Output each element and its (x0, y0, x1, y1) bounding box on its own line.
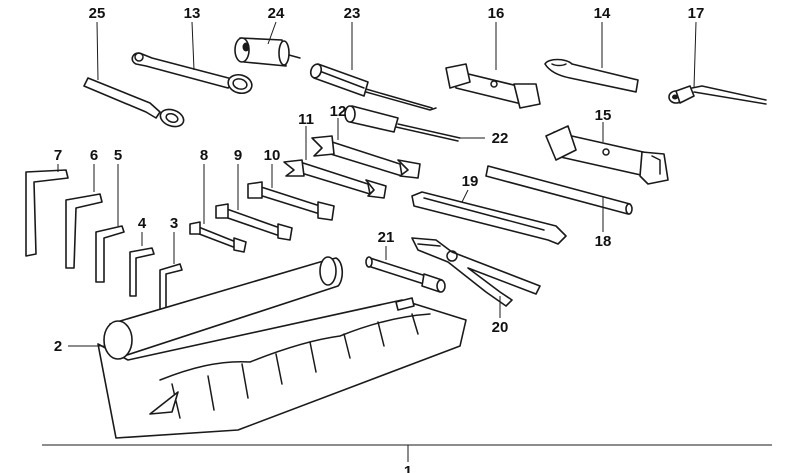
callout-10: 10 (264, 147, 281, 164)
part-16-box-socket-wrench[interactable] (445, 63, 541, 109)
callout-13: 13 (184, 5, 201, 22)
callout-2: 2 (54, 338, 62, 355)
part-2-tool-roll[interactable] (97, 256, 467, 439)
part-13-ring-wrench[interactable] (131, 52, 254, 96)
part-17-hex-key-driver[interactable] (668, 85, 767, 105)
callout-11: 11 (298, 111, 314, 128)
callout-1: 1 (404, 463, 412, 473)
part-10-wrench[interactable] (247, 181, 335, 221)
callout-18: 18 (595, 233, 612, 250)
callout-24: 24 (268, 5, 285, 22)
part-7-hex-key[interactable] (25, 169, 69, 257)
part-12-small-screwdriver[interactable] (344, 105, 461, 142)
part-9-small-wrench[interactable] (215, 203, 293, 241)
callout-15: 15 (595, 107, 612, 124)
part-5-hex-key[interactable] (95, 225, 125, 283)
callout-6: 6 (90, 147, 98, 164)
part-6-hex-key[interactable] (65, 193, 103, 269)
callout-7: 7 (54, 147, 62, 164)
callout-22: 22 (492, 130, 509, 147)
part-19-tire-lever[interactable] (411, 191, 567, 245)
part-8-small-wrench[interactable] (189, 221, 247, 253)
callout-14: 14 (594, 5, 611, 22)
callout-labels: 25 13 24 23 16 14 17 12 11 22 15 7 6 5 8… (54, 5, 705, 473)
part-20-pliers[interactable] (411, 237, 541, 307)
callout-8: 8 (200, 147, 208, 164)
part-14-hook-wrench[interactable] (544, 58, 639, 93)
part-23-screwdriver[interactable] (309, 63, 437, 111)
callout-25: 25 (89, 5, 106, 22)
part-4-hex-key[interactable] (129, 247, 155, 297)
callout-20: 20 (492, 319, 509, 336)
callout-5: 5 (114, 147, 122, 164)
callout-21: 21 (378, 229, 395, 246)
leader-lines (42, 21, 772, 462)
callout-19: 19 (462, 173, 479, 190)
callout-23: 23 (344, 5, 361, 22)
part-18-tommy-bar[interactable] (485, 165, 633, 215)
part-21-extension-bar[interactable] (365, 256, 446, 293)
part-25-combination-wrench[interactable] (83, 77, 186, 130)
callout-12: 12 (330, 103, 347, 120)
part-24-socket-adapter[interactable] (234, 37, 301, 67)
part-11-open-end-wrench-2[interactable] (283, 159, 387, 199)
callout-17: 17 (688, 5, 705, 22)
part-15-large-box-socket-wrench[interactable] (545, 125, 669, 185)
callout-3: 3 (170, 215, 178, 232)
part-11-open-end-wrench[interactable] (311, 135, 421, 179)
callout-9: 9 (234, 147, 242, 164)
callout-4: 4 (138, 215, 147, 232)
callout-16: 16 (488, 5, 505, 22)
